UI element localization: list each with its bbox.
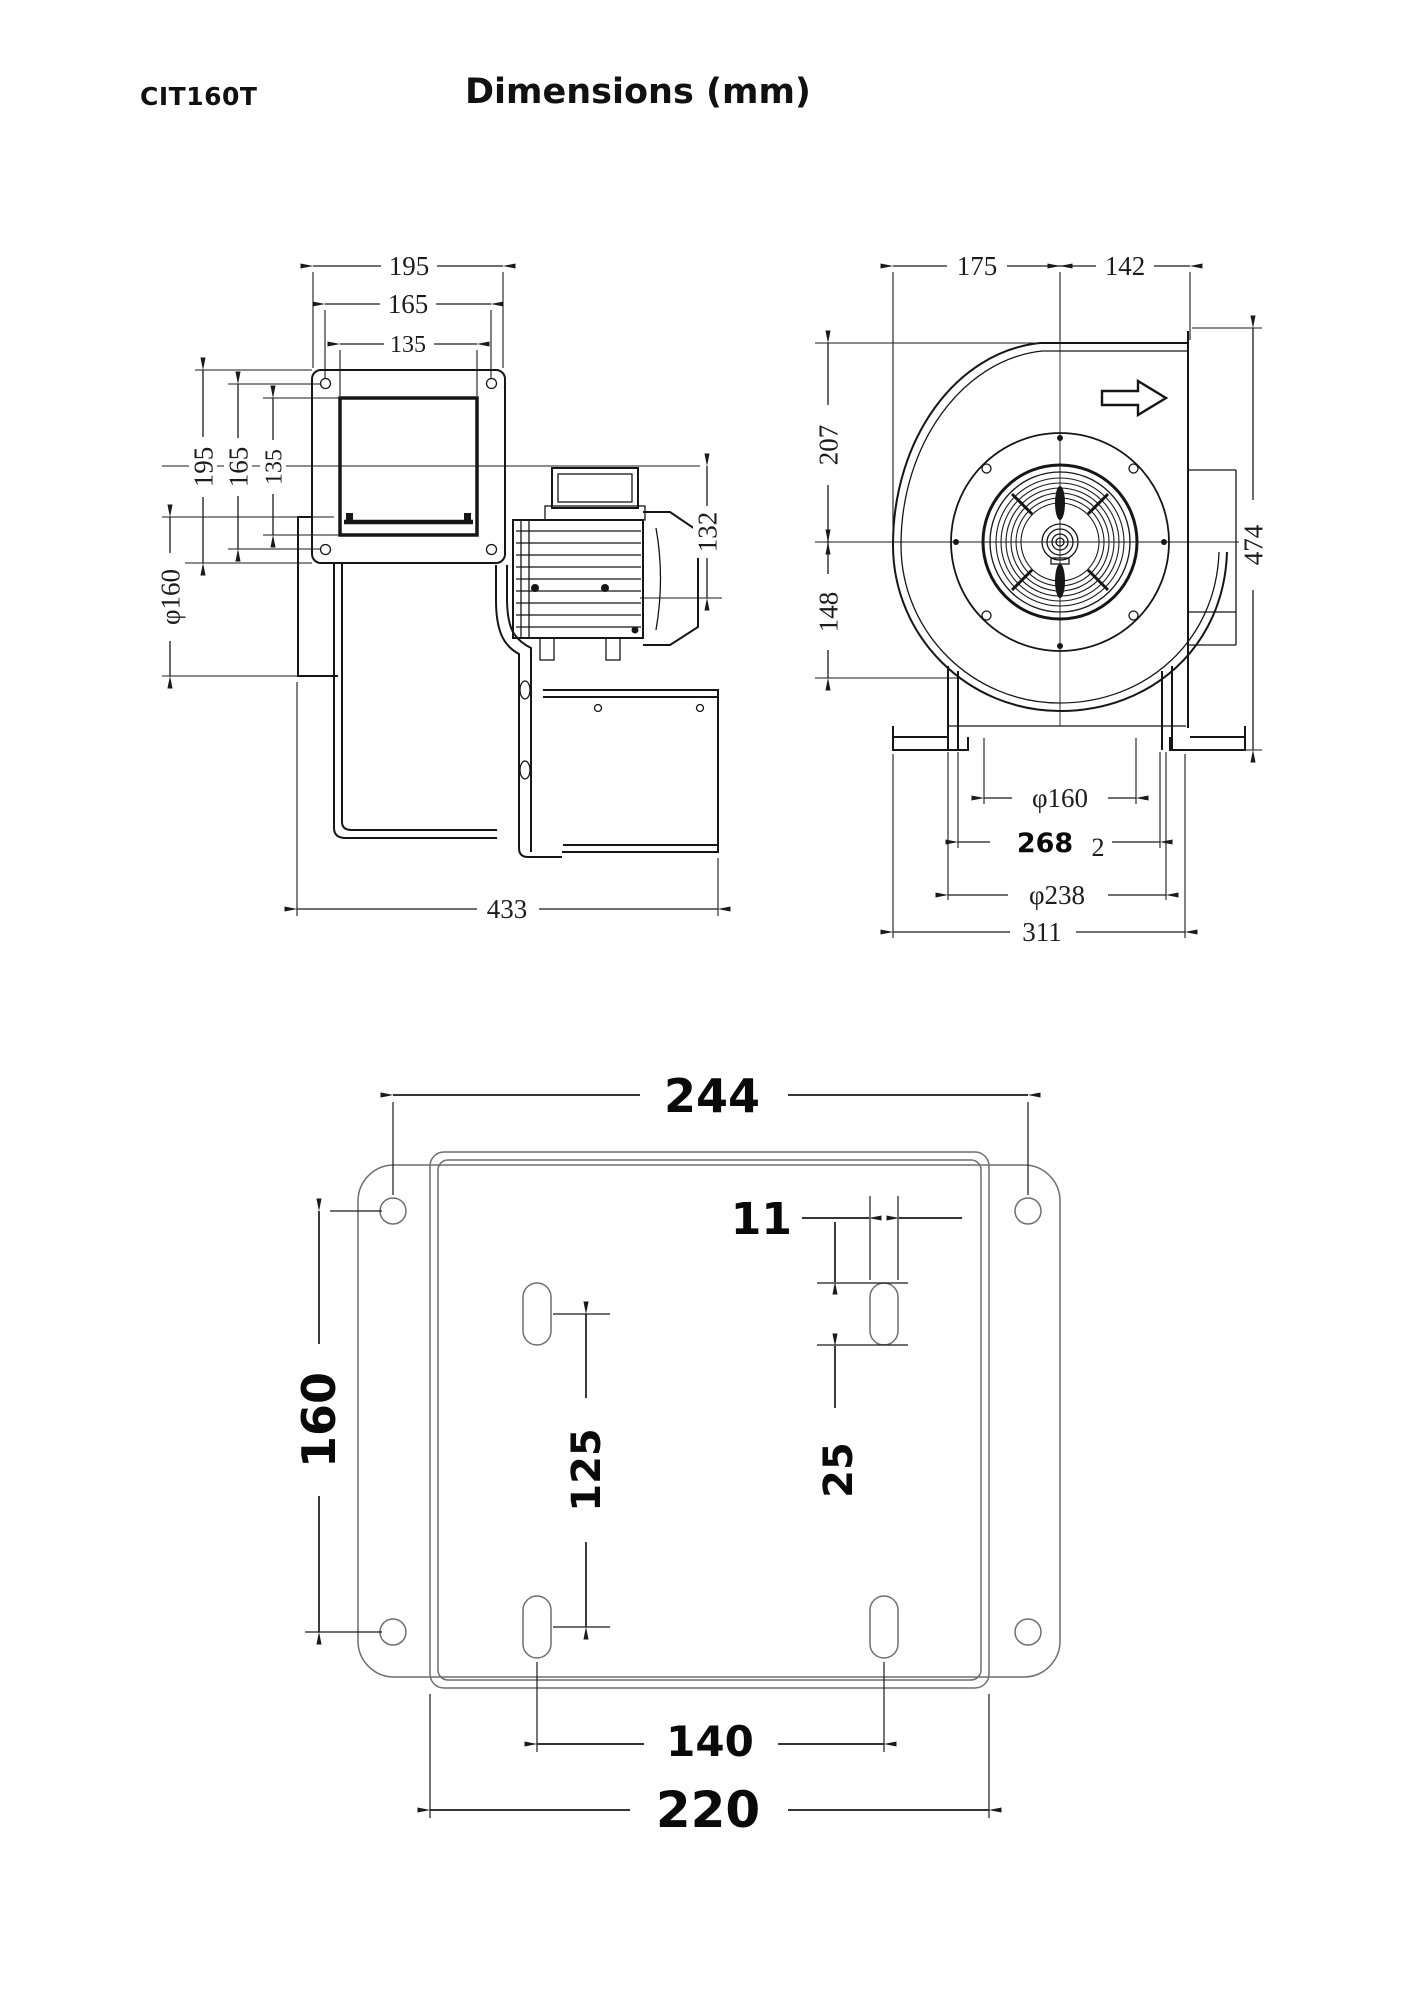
inlet-collar [297, 516, 338, 677]
motor-rear-bell [631, 511, 699, 646]
base-legs [892, 666, 1246, 751]
page-title: Dimensions (mm) [465, 72, 811, 112]
housing-drum [333, 563, 497, 839]
dim-132: 132 [692, 512, 722, 553]
corner-hole [379, 1197, 407, 1225]
base-box [543, 689, 719, 853]
dim-268: 268 [1017, 828, 1073, 859]
outlet-flange-plate [311, 369, 506, 564]
dim-outlet-diameter: φ160 [1032, 783, 1088, 813]
dim-165-top: 165 [388, 289, 429, 319]
dim-311: 311 [1022, 917, 1062, 947]
scroll-housing [891, 342, 1228, 713]
dim-140: 140 [666, 1717, 754, 1766]
dim-11: 11 [731, 1194, 792, 1245]
flange-holes [319, 377, 498, 556]
impeller-hub [1041, 523, 1079, 565]
dim-148: 148 [813, 592, 843, 633]
dim-195-left: 195 [188, 447, 218, 488]
side-view-dimensions: 195 165 135 195 165 [155, 250, 731, 924]
outlet-damper [344, 513, 473, 525]
model-code: CIT160T [140, 82, 258, 111]
outlet-duct-opening [338, 396, 479, 537]
dim-135-left: 135 [261, 449, 287, 485]
dim-175: 175 [957, 251, 998, 281]
motor-terminal-box [551, 467, 639, 509]
corner-hole [379, 1618, 407, 1646]
dim-474: 474 [1238, 524, 1268, 565]
mounting-plate-outline [357, 1151, 1061, 1689]
side-view: 195 165 135 195 165 [155, 250, 731, 924]
front-view-dimensions: 175 142 207 148 474 [813, 251, 1268, 947]
dim-268-suffix: 2 [1092, 833, 1105, 862]
dim-433: 433 [487, 894, 528, 924]
dim-142: 142 [1105, 251, 1146, 281]
corner-hole [1014, 1197, 1042, 1225]
dim-125: 125 [564, 1428, 610, 1512]
dim-25: 25 [816, 1442, 862, 1498]
airflow-direction-icon [1100, 378, 1169, 418]
dim-135-top: 135 [390, 332, 426, 358]
corner-hole [1014, 1618, 1042, 1646]
outlet-flange-strip [1187, 331, 1237, 728]
dim-207: 207 [813, 425, 843, 466]
dim-220: 220 [656, 1781, 760, 1839]
mounting-plate-view: 244 160 11 25 [291, 1066, 1061, 1839]
inlet-flange [950, 432, 1170, 652]
dim-165-left: 165 [223, 447, 253, 488]
plate-dimensions: 244 160 11 25 [291, 1066, 1041, 1839]
mounting-slot [869, 1282, 899, 1346]
dim-195-top: 195 [389, 251, 430, 281]
dim-flange-diameter: φ238 [1029, 880, 1085, 910]
dim-244: 244 [664, 1069, 760, 1123]
mounting-slot [869, 1595, 899, 1659]
front-view: 175 142 207 148 474 [813, 251, 1268, 947]
mounting-slot [522, 1282, 552, 1346]
dim-160: 160 [292, 1372, 346, 1468]
motor-body [512, 519, 644, 639]
motor [512, 467, 699, 661]
mounting-slot [522, 1595, 552, 1659]
inlet-grille [981, 463, 1139, 621]
dim-inlet-diameter: φ160 [155, 569, 185, 625]
